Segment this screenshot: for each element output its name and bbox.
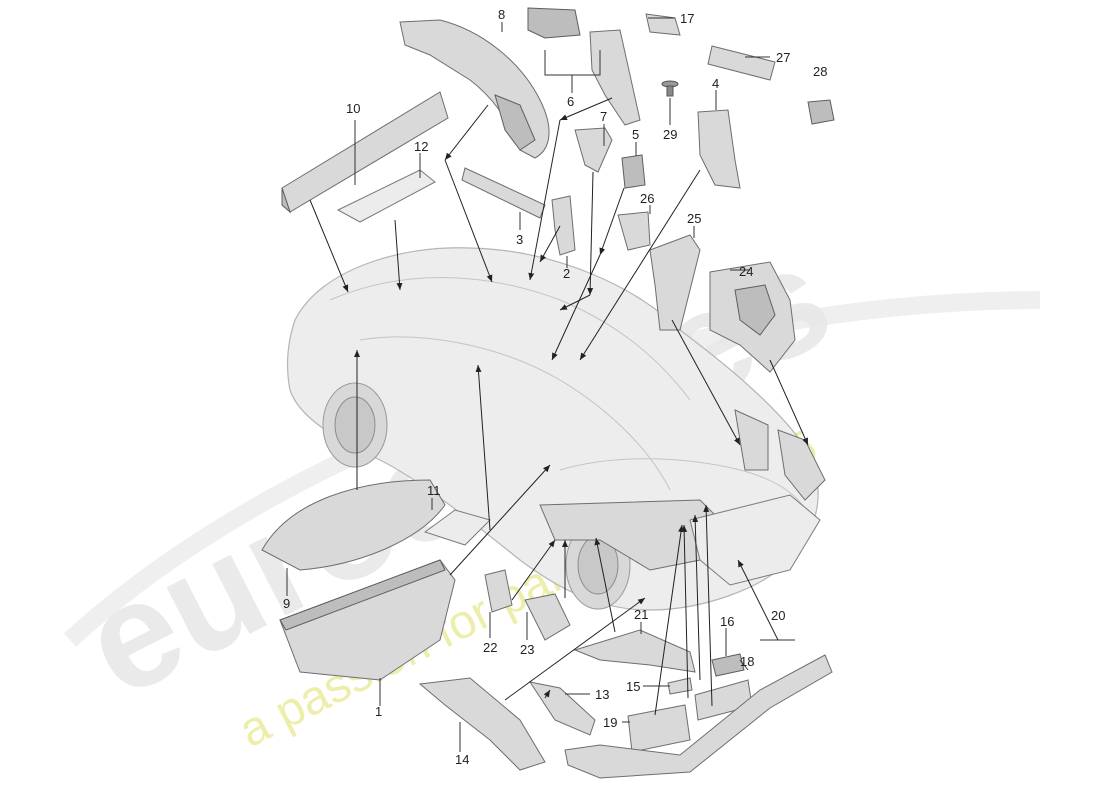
arrow-4 <box>579 169 701 361</box>
callout-22: 22 <box>483 640 497 655</box>
arrow-11 <box>475 364 491 531</box>
part-13-rail <box>528 681 596 736</box>
part-19-block <box>627 704 691 753</box>
arrow-20 <box>737 559 779 641</box>
callout-28: 28 <box>813 64 827 79</box>
callout-7: 7 <box>600 109 607 124</box>
callout-29: 29 <box>663 127 677 142</box>
car-hood-line <box>559 458 811 521</box>
arrow-22 <box>511 539 556 601</box>
callout-15: 15 <box>626 679 640 694</box>
part-15-pad <box>667 677 693 695</box>
callout-11: 11 <box>427 483 441 498</box>
callout-27: 27 <box>776 50 790 65</box>
callout-3: 3 <box>516 232 523 247</box>
callout-numbers: 1 2 3 4 5 6 7 8 9 10 11 12 13 14 15 16 1… <box>283 7 827 767</box>
part-6-lower <box>589 29 641 126</box>
part-front-bracket-a <box>734 409 769 471</box>
part-5-block <box>621 154 646 189</box>
part-21-arch <box>573 629 696 673</box>
part-9-trunk-liner <box>261 479 446 571</box>
callout-26: 26 <box>640 191 654 206</box>
part-26-pad <box>617 211 651 251</box>
callout-16: 16 <box>720 614 734 629</box>
callout-20: 20 <box>771 608 785 623</box>
part-20-sill <box>564 654 833 779</box>
arrow-14 <box>504 597 646 701</box>
arrow-8-b <box>444 159 493 283</box>
arrow-10 <box>309 199 349 293</box>
callout-9: 9 <box>283 596 290 611</box>
rear-wheel-rim <box>334 396 376 454</box>
part-6-upper <box>527 7 581 39</box>
arrow-21 <box>594 537 616 633</box>
leader-18 <box>739 659 749 671</box>
arrow-5-a <box>599 187 625 256</box>
part-24-frame-opening <box>734 284 776 336</box>
part-4-bracket <box>697 109 741 189</box>
part-8-liner-detail <box>494 94 536 151</box>
arrow-15 <box>681 524 689 699</box>
part-14-rail <box>418 677 546 771</box>
part-7-wedge <box>574 127 613 173</box>
part-25-duct <box>649 234 701 331</box>
leader-6 <box>544 50 601 93</box>
callout-13: 13 <box>595 687 609 702</box>
callout-10: 10 <box>346 101 360 116</box>
arrow-19 <box>654 524 684 716</box>
callout-17: 17 <box>680 11 694 26</box>
callout-18: 18 <box>740 654 754 669</box>
part-23-plate <box>524 593 571 641</box>
arrow-6-a <box>559 97 613 121</box>
part-10-beam-side <box>281 187 292 214</box>
part-3-strip <box>461 167 546 219</box>
callout-4: 4 <box>712 76 719 91</box>
car-roofline <box>329 277 691 401</box>
arrow-5-b <box>551 254 601 361</box>
callout-6: 6 <box>567 94 574 109</box>
arrow-16 <box>692 514 701 681</box>
part-front-bracket-b <box>777 429 826 501</box>
arrow-13 <box>543 689 551 699</box>
part-16-block <box>711 653 745 677</box>
arrow-8-a <box>444 104 489 161</box>
arrow-6-b <box>528 119 561 281</box>
part-12-mat <box>336 169 436 223</box>
part-28-block <box>807 99 835 125</box>
car-window-line <box>359 336 671 491</box>
arrow-2 <box>539 225 561 263</box>
arrow-7-b <box>559 294 591 311</box>
arrow-1 <box>449 464 551 576</box>
callout-2: 2 <box>563 266 570 281</box>
arrow-7-a <box>587 171 594 296</box>
part-front-bumper-frame <box>689 494 821 586</box>
callout-5: 5 <box>632 127 639 142</box>
part-17-pad <box>645 13 681 36</box>
arrow-25 <box>671 319 741 446</box>
arrow-24 <box>769 359 809 446</box>
callout-19: 19 <box>603 715 617 730</box>
callout-24: 24 <box>739 264 753 279</box>
callout-14: 14 <box>455 752 469 767</box>
callout-25: 25 <box>687 211 701 226</box>
parts <box>261 7 835 779</box>
part-29-clip <box>661 80 679 97</box>
callout-21: 21 <box>634 607 648 622</box>
part-11-mat <box>423 509 491 546</box>
leader-lines <box>286 17 809 752</box>
callout-1: 1 <box>375 704 382 719</box>
part-22-bracket <box>484 569 513 613</box>
callout-8: 8 <box>498 7 505 22</box>
part-27-strip <box>707 45 776 81</box>
part-2-bracket <box>551 195 576 256</box>
arrow-18 <box>703 504 713 707</box>
arrow-12 <box>394 219 403 291</box>
part-1-rear-panel-top <box>279 559 446 631</box>
callout-23: 23 <box>520 642 534 657</box>
callout-12: 12 <box>414 139 428 154</box>
